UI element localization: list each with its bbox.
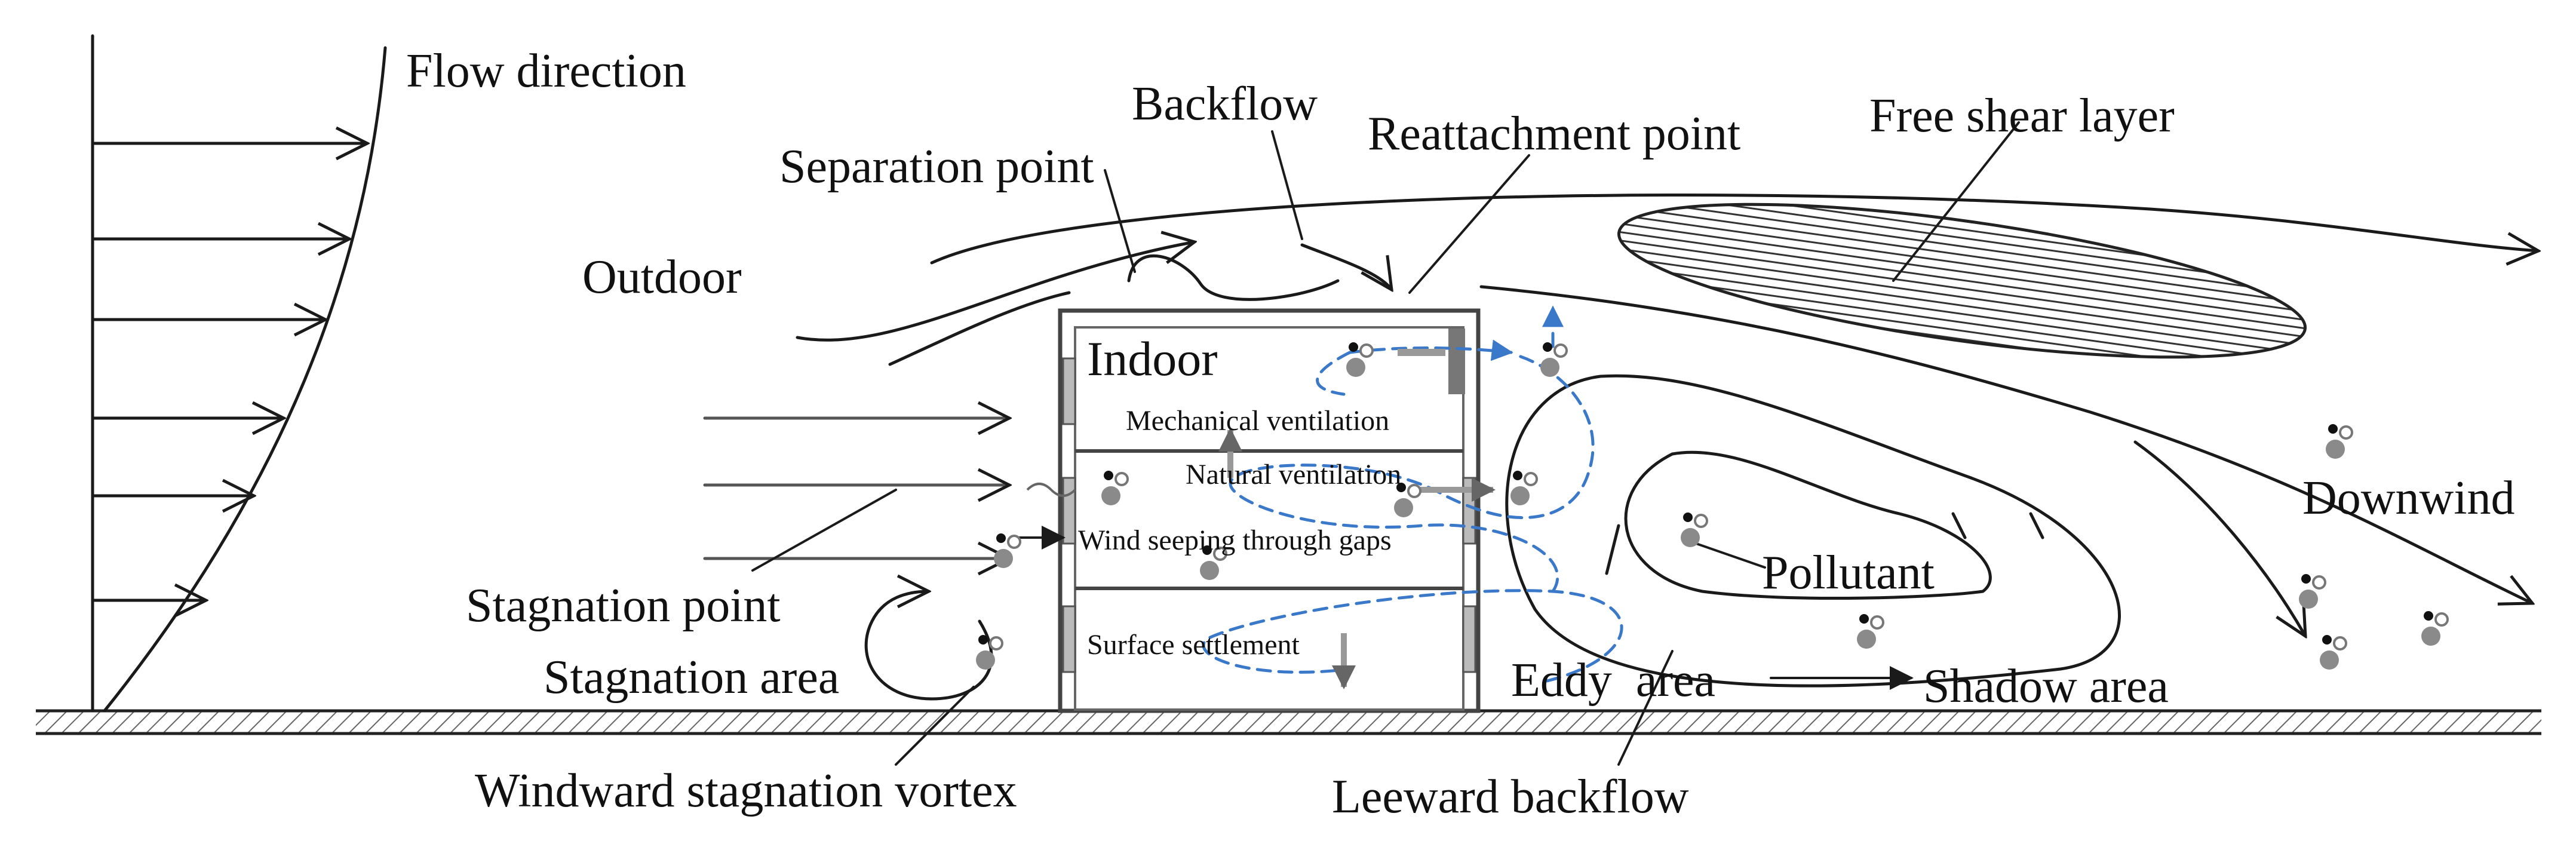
pollutant-label: Pollutant (1762, 547, 1935, 599)
pollutant-icon (993, 532, 1021, 569)
free-shear-layer (1617, 202, 2307, 359)
eddy-area-label: Eddy area (1511, 654, 1715, 707)
pollutant-icon (2319, 634, 2347, 671)
flow-direction-label: Flow direction (406, 45, 686, 97)
downwind-label: Downwind (2302, 472, 2515, 524)
leader-lines (751, 121, 2020, 766)
eddy-loops (1505, 374, 2121, 688)
stagnation-point-label: Stagnation point (466, 579, 781, 632)
free-shear-layer-label: Free shear layer (1869, 90, 2175, 142)
separation-point-label: Separation point (779, 140, 1094, 193)
pollutant-icon (2325, 423, 2353, 460)
labels: Flow direction Backflow Reattachment poi… (406, 45, 2515, 823)
surface-settlement-label: Surface settlement (1087, 629, 1300, 661)
pollutant-icon (1680, 511, 1708, 548)
natural-ventilation-label: Natural ventilation (1186, 459, 1401, 490)
indoor-flows (1014, 305, 1623, 689)
leeward-backflow-label: Leeward backflow (1332, 771, 1689, 823)
pollutant-icon (1856, 613, 1884, 650)
approach-arrows (703, 418, 1009, 559)
pollutant-icon (2298, 573, 2326, 610)
mechanical-ventilation-label: Mechanical ventilation (1126, 405, 1389, 437)
shadow-area-label: Shadow area (1923, 660, 2169, 713)
pollutant-icon (2420, 610, 2449, 647)
ground (36, 709, 2541, 735)
backflow-label: Backflow (1132, 78, 1318, 130)
pollutant-icon (1509, 470, 1538, 507)
windward-stagnation-vortex-label: Windward stagnation vortex (475, 765, 1017, 817)
indoor-label: Indoor (1087, 332, 1218, 386)
velocity-profile (91, 34, 387, 713)
wind-seeping-label: Wind seeping through gaps (1078, 524, 1392, 556)
stagnation-vortex (864, 591, 993, 701)
reattachment-point-label: Reattachment point (1368, 108, 1740, 160)
outdoor-label: Outdoor (582, 251, 742, 303)
stagnation-area-label: Stagnation area (544, 651, 839, 704)
streamlines (796, 194, 2538, 636)
